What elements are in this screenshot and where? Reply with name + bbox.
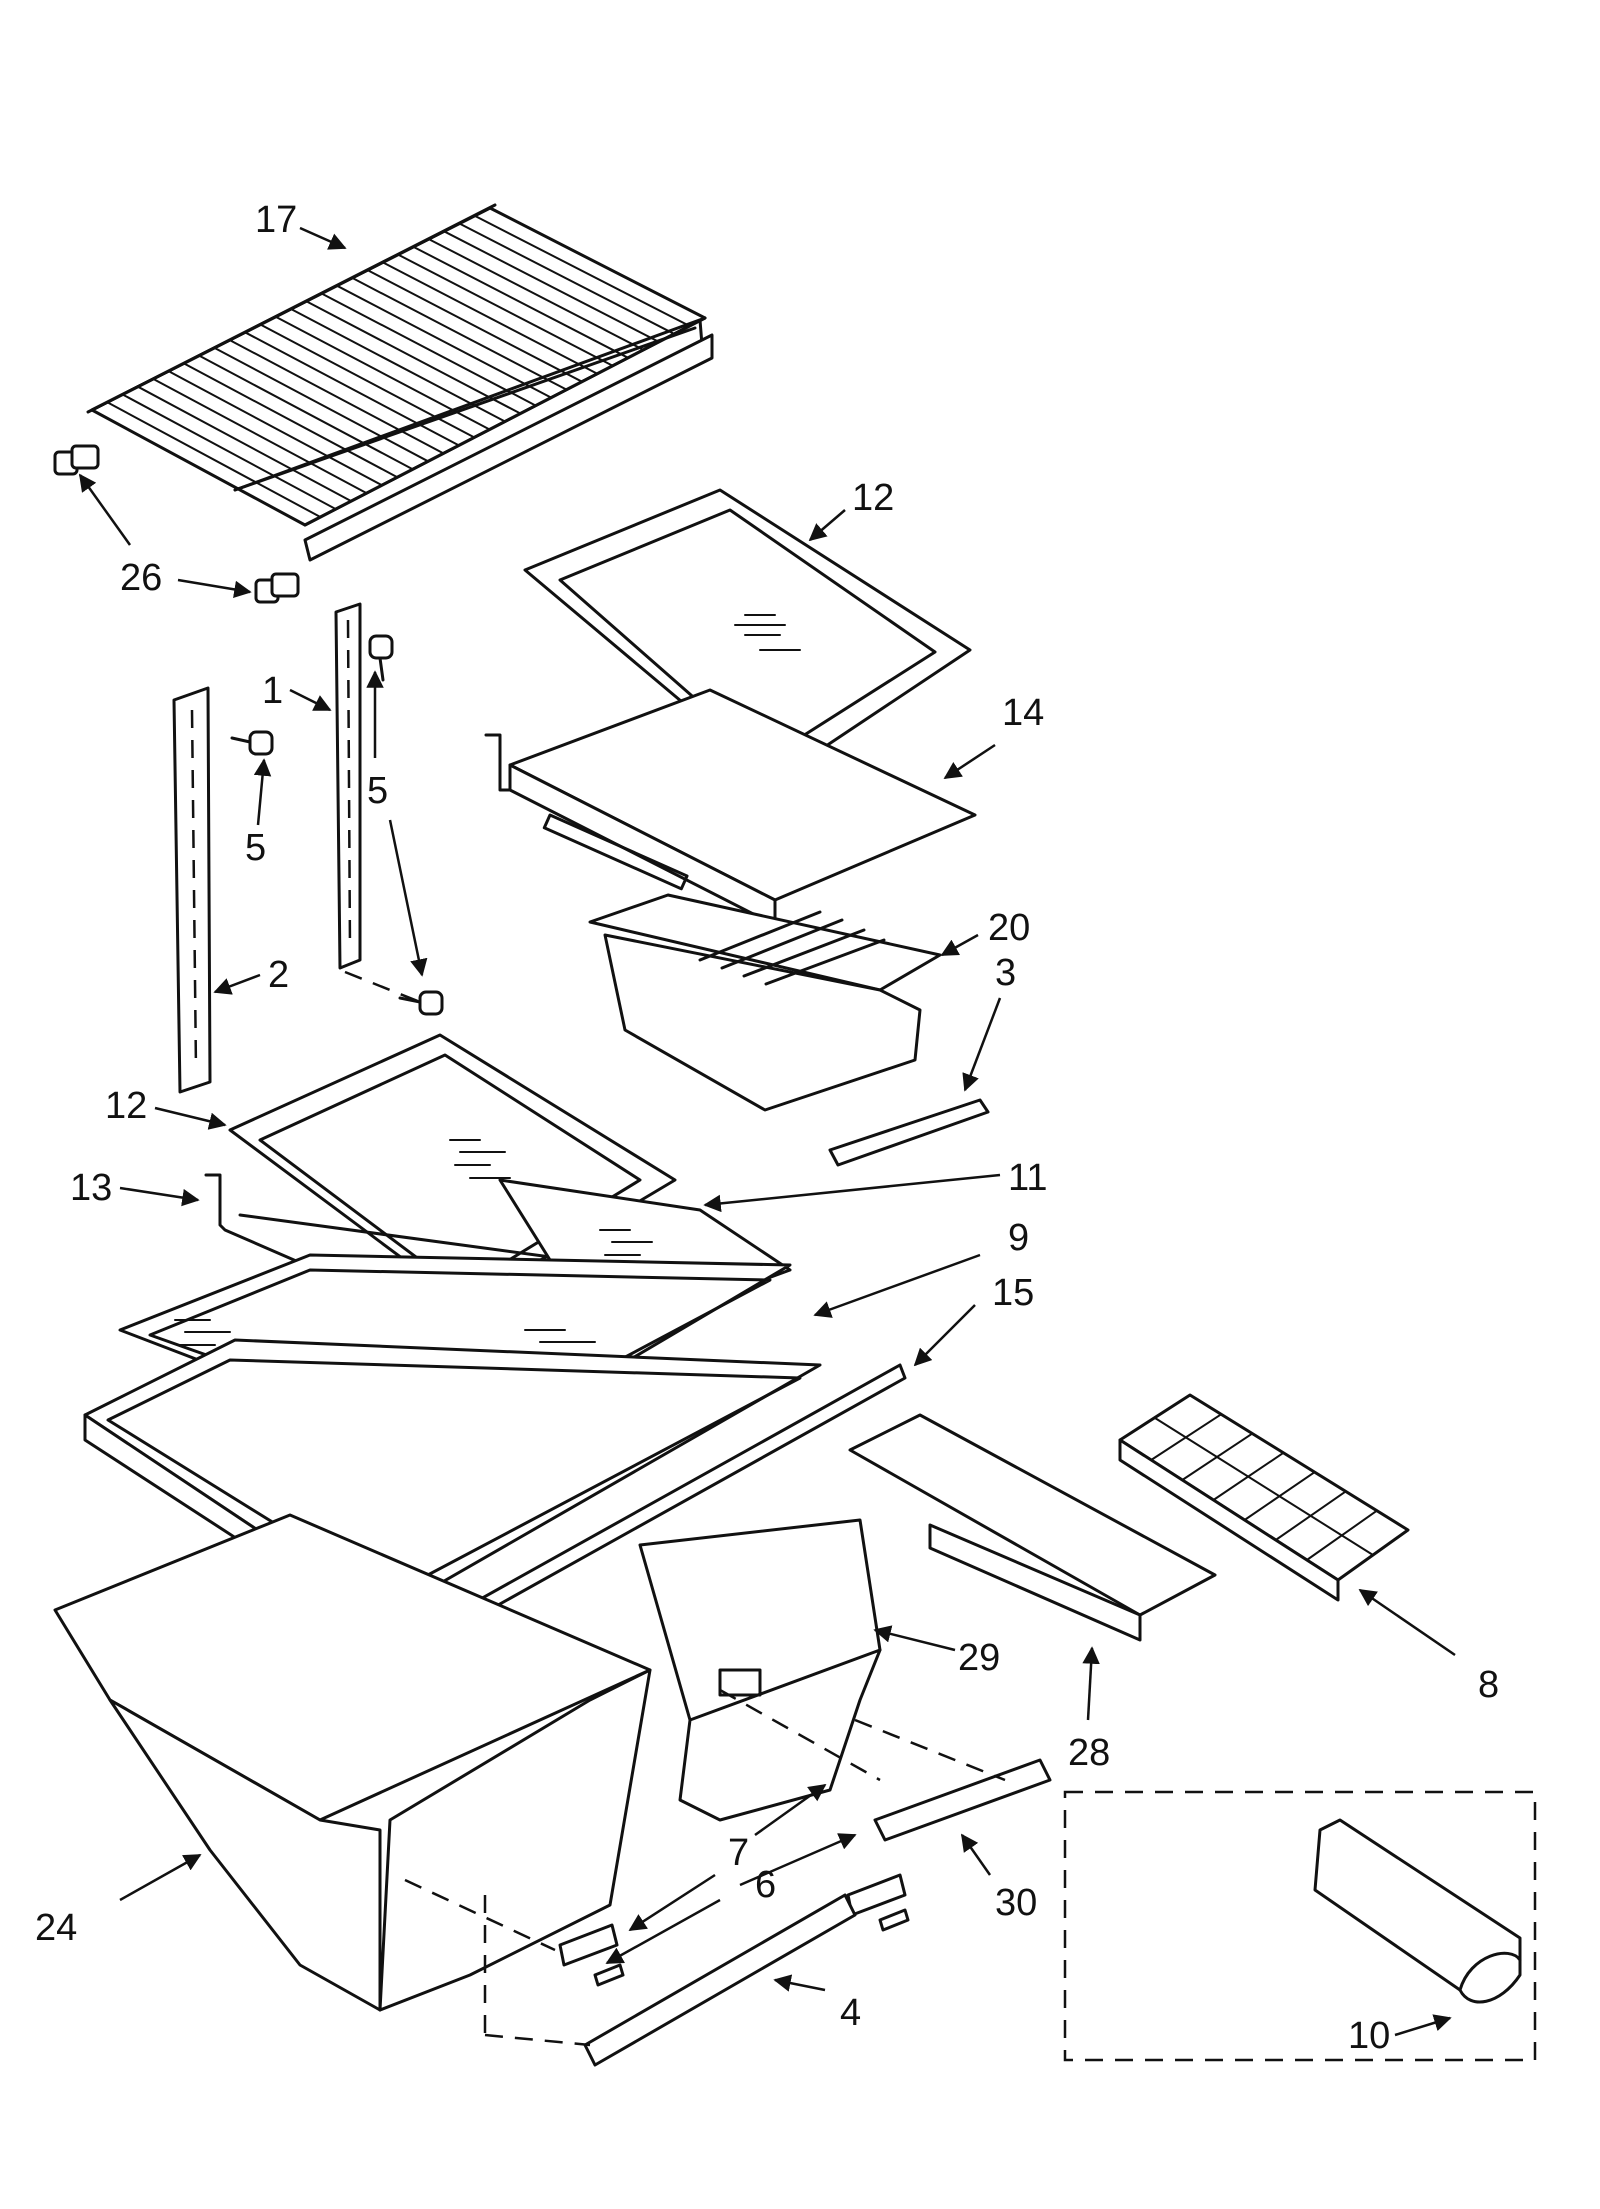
callout-8: 8 (1478, 1664, 1499, 1706)
callout-4: 4 (840, 1992, 861, 2034)
clip-part-6 (593, 1908, 910, 1987)
ice-tray-support-part (848, 1413, 1217, 1642)
detail-box (1063, 1790, 1537, 2062)
shelf-ladder-part-1 (334, 602, 362, 970)
pan-handle-part-30 (873, 1758, 1052, 1842)
callout-26: 26 (120, 557, 162, 599)
callout-15: 15 (992, 1272, 1034, 1314)
callout-11: 11 (1008, 1157, 1047, 1199)
callout-3: 3 (995, 952, 1016, 994)
callout-24: 24 (35, 1907, 77, 1949)
ice-cube-tray-part (1118, 1393, 1410, 1602)
callout-14: 14 (1002, 692, 1044, 734)
screw-part (230, 634, 444, 1016)
callout-29: 29 (958, 1637, 1000, 1679)
callout-2: 2 (268, 954, 289, 996)
callout-9: 9 (1008, 1217, 1029, 1259)
callout-7: 7 (728, 1832, 749, 1874)
crisper-pan-part-24 (53, 1513, 652, 2012)
crisper-drawer-part (588, 893, 942, 1112)
callout-labels: 17 26 12 14 1 5 5 2 20 3 12 13 11 9 15 8… (35, 199, 1499, 2057)
callout-10: 10 (1348, 2015, 1390, 2057)
wire-shelf-part (86, 203, 714, 562)
clip-part-7 (558, 1873, 907, 1967)
callout-20: 20 (988, 907, 1030, 949)
pan-handle-part-4 (583, 1893, 857, 2067)
callout-6: 6 (755, 1864, 776, 1906)
callout-28: 28 (1068, 1732, 1110, 1774)
leader-arrows (78, 226, 1456, 2037)
crisper-pan-part-29 (638, 1518, 882, 1822)
callout-5-right: 5 (367, 770, 388, 812)
callout-12-lower: 12 (105, 1085, 147, 1127)
guide-lines (344, 970, 1006, 2047)
drawer-handle-part (828, 1098, 990, 1167)
shelf-support-part (484, 688, 977, 927)
callout-12-top: 12 (852, 477, 894, 519)
callout-17: 17 (255, 199, 297, 241)
shelf-ladder-part-2 (172, 686, 212, 1094)
callout-1: 1 (262, 670, 283, 712)
shelf-peg-part (53, 444, 300, 604)
callout-30: 30 (995, 1882, 1037, 1924)
callout-5-left: 5 (245, 827, 266, 869)
callout-13: 13 (70, 1167, 112, 1209)
